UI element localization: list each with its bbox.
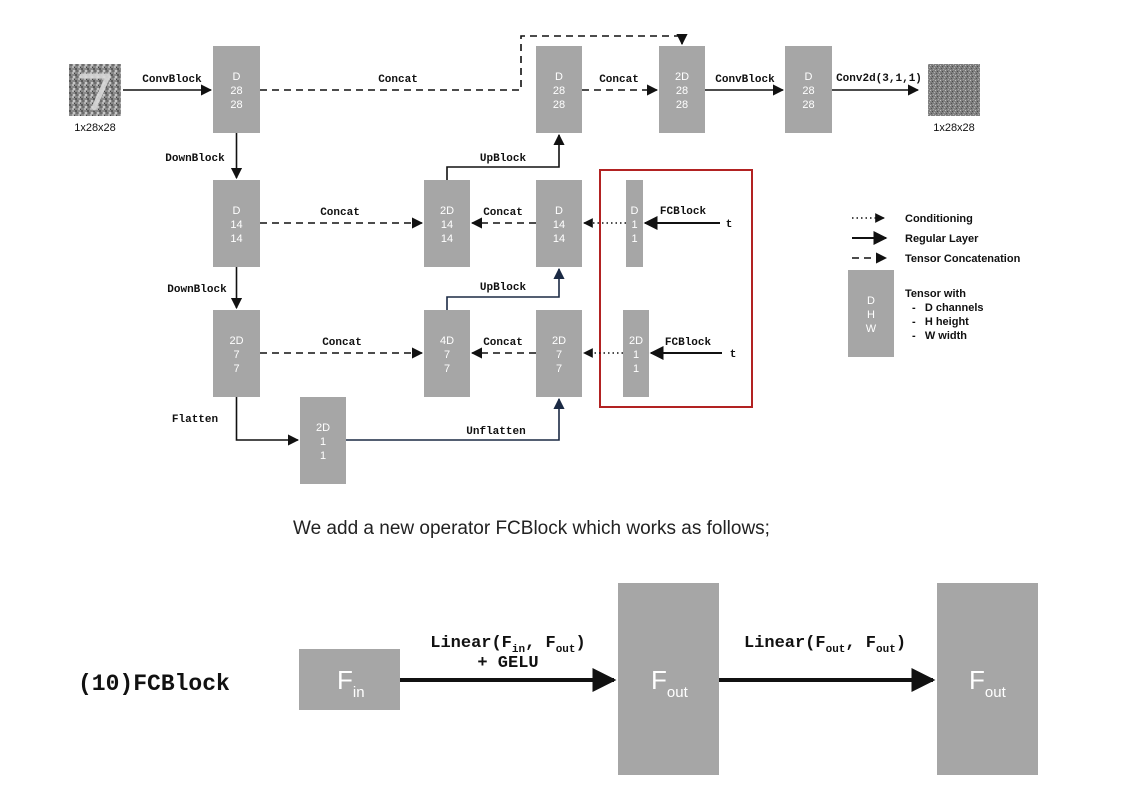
svg-text:1: 1 [631,219,637,231]
arrow-unflatten [346,399,559,440]
svg-text:14: 14 [553,219,565,231]
svg-text:28: 28 [676,85,688,97]
fc-in-box: Fin [299,649,400,710]
svg-text:D: D [805,71,813,83]
label-concat-low2: Concat [483,337,523,349]
node-n2: D 14 14 [213,180,260,267]
node-n1: D 28 28 [213,46,260,133]
node-n6: 2D 7 7 [536,310,582,397]
svg-text:7: 7 [556,349,562,361]
svg-text:1: 1 [320,436,326,448]
svg-text:28: 28 [230,85,242,97]
svg-text:14: 14 [230,219,242,231]
label-fcblock2: FCBlock [665,337,712,349]
svg-text:D: D [555,205,563,217]
svg-text:D: D [555,71,563,83]
svg-text:D: D [631,205,639,217]
svg-text:28: 28 [553,99,565,111]
svg-text:- W width: - W width [912,330,967,342]
svg-text:D: D [233,71,241,83]
svg-text:28: 28 [802,99,814,111]
label-convblock1: ConvBlock [142,74,202,86]
svg-text:28: 28 [676,99,688,111]
arrow-flatten [237,397,299,440]
label-fcblock1: FCBlock [660,206,707,218]
label-downblock1: DownBlock [165,153,225,165]
svg-text:28: 28 [802,85,814,97]
svg-text:2D: 2D [440,205,454,217]
svg-text:W: W [866,323,877,335]
output-size-label: 1x28x28 [933,122,975,134]
svg-text:28: 28 [553,85,565,97]
fc-out-box-2: Fout [937,583,1038,775]
caption-text: We add a new operator FCBlock which work… [293,518,770,540]
svg-text:7: 7 [444,349,450,361]
svg-text:1: 1 [633,349,639,361]
label-concat-mid2: Concat [483,207,523,219]
svg-text:14: 14 [441,219,453,231]
svg-text:- D channels: - D channels [912,302,984,314]
svg-text:2D: 2D [316,422,330,434]
input-image [69,64,121,116]
output-image [928,64,980,116]
label-convblock2: ConvBlock [715,74,775,86]
label-downblock2: DownBlock [167,284,227,296]
svg-text:14: 14 [230,233,242,245]
label-t1: t [726,219,733,231]
fc-edge1-label: Linear(Fin, Fout) [430,634,585,656]
svg-text:7: 7 [444,363,450,375]
node-n9: D 28 28 [536,46,582,133]
label-concat-top: Concat [378,74,418,86]
svg-text:1: 1 [320,450,326,462]
node-n3: 2D 7 7 [213,310,260,397]
legend-tensor-title: Tensor with [905,288,966,300]
svg-text:4D: 4D [440,335,454,347]
label-concat-top2: Concat [599,74,639,86]
label-conv2d: Conv2d(3,1,1) [836,73,922,85]
node-n5: 4D 7 7 [424,310,470,397]
svg-text:28: 28 [230,99,242,111]
svg-text:7: 7 [556,363,562,375]
svg-text:7: 7 [233,363,239,375]
label-upblock1: UpBlock [480,153,527,165]
fcblock-title: (10)FCBlock [78,671,230,697]
svg-text:2D: 2D [229,335,243,347]
svg-text:2D: 2D [629,335,643,347]
svg-text:14: 14 [441,233,453,245]
node-n11: D 28 28 [785,46,832,133]
node-fc2: 2D 1 1 [623,310,649,397]
label-t2: t [730,349,737,361]
node-n10: 2D 28 28 [659,46,705,133]
node-n7: 2D 14 14 [424,180,470,267]
legend-regular: Regular Layer [905,233,979,245]
svg-text:7: 7 [233,349,239,361]
input-size-label: 1x28x28 [74,122,116,134]
label-unflatten: Unflatten [466,426,525,438]
node-fc1: D 1 1 [626,180,643,267]
label-flatten: Flatten [172,414,218,426]
legend-concat: Tensor Concatenation [905,253,1021,265]
fc-edge1-gelu: + GELU [477,654,538,673]
label-concat-mid: Concat [320,207,360,219]
node-n8: D 14 14 [536,180,582,267]
label-upblock2: UpBlock [480,282,527,294]
svg-text:D: D [233,205,241,217]
legend: Conditioning Regular Layer Tensor Concat… [848,213,1021,357]
svg-text:D: D [867,295,875,307]
fc-out-box-1: Fout [618,583,719,775]
svg-text:H: H [867,309,875,321]
svg-text:- H height: - H height [912,316,969,328]
label-concat-low: Concat [322,337,362,349]
svg-text:1: 1 [633,363,639,375]
svg-text:1: 1 [631,233,637,245]
fc-edge2-label: Linear(Fout, Fout) [744,634,906,656]
svg-text:2D: 2D [675,71,689,83]
svg-text:14: 14 [553,233,565,245]
legend-conditioning: Conditioning [905,213,973,225]
svg-text:2D: 2D [552,335,566,347]
node-n4: 2D 1 1 [300,397,346,484]
